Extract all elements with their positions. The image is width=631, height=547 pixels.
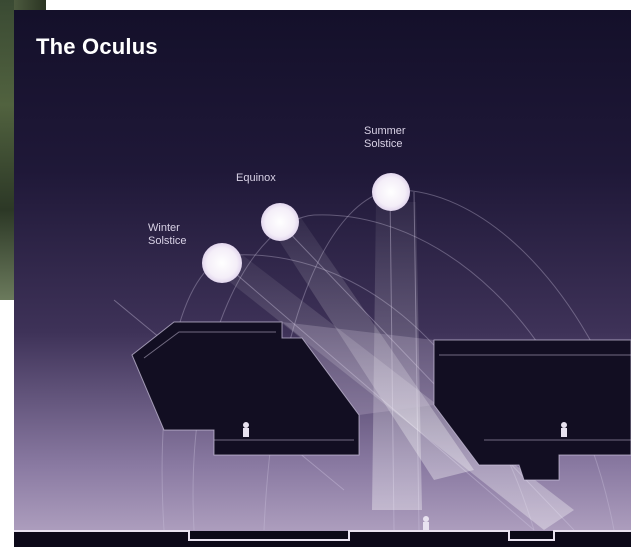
person-figure bbox=[561, 428, 567, 437]
page-title: The Oculus bbox=[36, 34, 158, 59]
person-figure bbox=[423, 516, 429, 522]
equinox-label: Equinox bbox=[236, 172, 276, 184]
right-roof-wing bbox=[433, 339, 631, 481]
suns bbox=[202, 173, 410, 283]
person-figure bbox=[243, 428, 249, 437]
oculus-diagram-panel: The Oculus Winter Solstice Equinox Summe… bbox=[14, 10, 631, 547]
person-figure bbox=[561, 422, 567, 428]
background-photo-edge bbox=[0, 0, 14, 300]
oculus-glazing bbox=[282, 322, 434, 415]
person-figure bbox=[423, 522, 429, 531]
human-figures bbox=[243, 422, 567, 531]
winter-solstice-label: Winter Solstice bbox=[148, 222, 187, 247]
ground-line bbox=[14, 530, 631, 547]
equinox-sun bbox=[261, 203, 299, 241]
summer-light-beam bbox=[372, 202, 422, 510]
winter-solstice-sun bbox=[202, 243, 242, 283]
sun-path-section-drawing bbox=[14, 173, 631, 547]
summer-solstice-label: Summer Solstice bbox=[364, 125, 406, 150]
summer-solstice-sun bbox=[372, 173, 410, 211]
person-figure bbox=[243, 422, 249, 428]
equinox-light-beam bbox=[269, 215, 474, 480]
left-roof-wing bbox=[131, 321, 360, 456]
